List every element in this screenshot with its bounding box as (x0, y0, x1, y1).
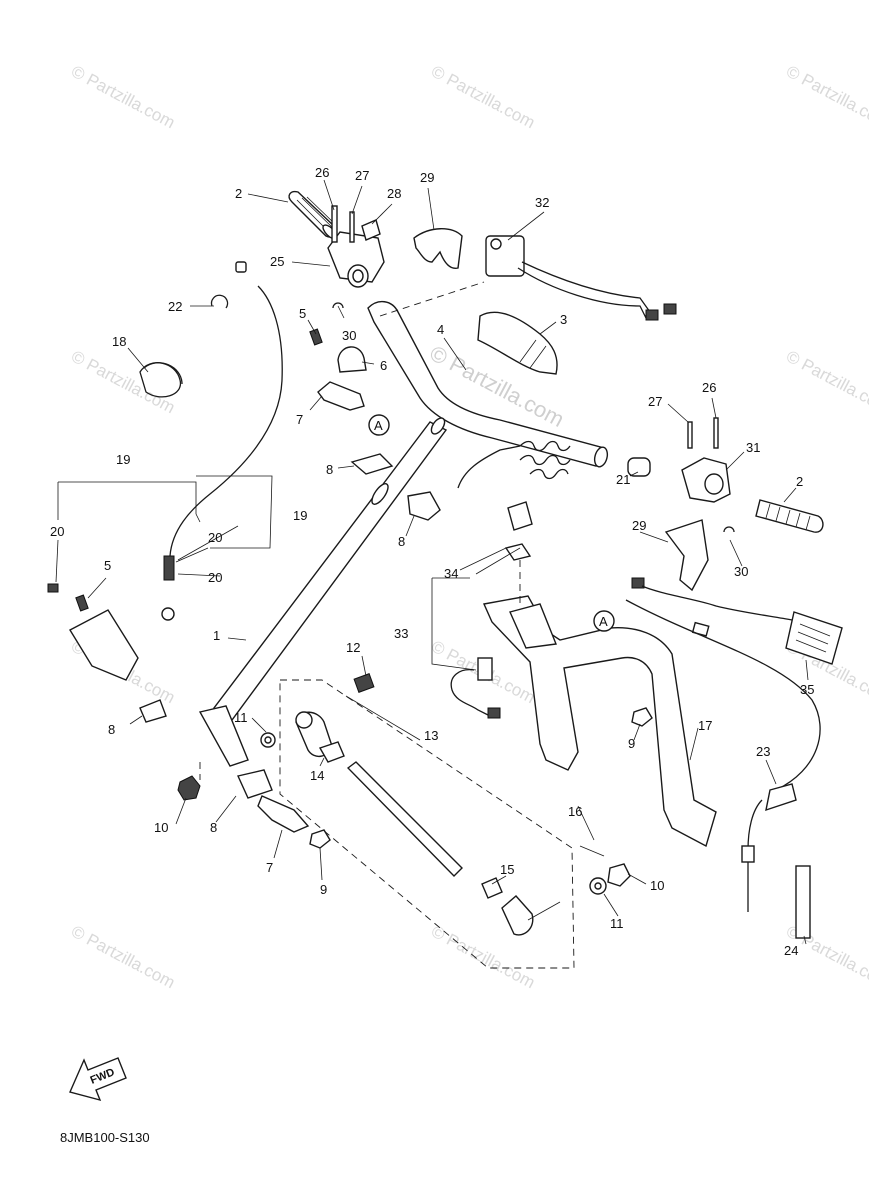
callout-32: 32 (535, 195, 549, 210)
collar-4 (237, 769, 273, 799)
clip-22 (210, 294, 229, 309)
ref-a-lower: A (593, 610, 615, 632)
callout-12: 12 (346, 640, 360, 655)
callout-18: 18 (112, 334, 126, 349)
callout-20-mid: 20 (208, 530, 222, 545)
lower-bracket (47, 583, 139, 681)
callout-8-a: 8 (326, 462, 333, 477)
callouts: 2 26 27 28 29 32 25 22 5 30 3 4 18 6 7 2… (50, 165, 814, 958)
callout-9-left: 9 (320, 882, 327, 897)
callout-8-c: 8 (108, 722, 115, 737)
callout-8-d: 8 (210, 820, 217, 835)
watermark-2: © Partzilla.com (428, 62, 538, 133)
callout-17: 17 (698, 718, 712, 733)
steering-column (198, 417, 448, 767)
clamp-upper (309, 328, 367, 373)
right-switch-housing (627, 417, 731, 503)
coil-cord (457, 440, 571, 561)
callout-3: 3 (560, 312, 567, 327)
watermark-1: © Partzilla.com (68, 62, 178, 133)
callout-26-left: 26 (315, 165, 329, 180)
collar-1 (350, 453, 394, 475)
callout-5-lower: 5 (104, 558, 111, 573)
ref-a-lower-label: A (599, 614, 608, 629)
callout-28: 28 (387, 186, 401, 201)
callout-29-left: 29 (420, 170, 434, 185)
clip-left (332, 302, 344, 309)
callout-21: 21 (616, 472, 630, 487)
throttle-cover-right (664, 519, 709, 592)
callout-30-left: 30 (342, 328, 356, 343)
callout-2-left: 2 (235, 186, 242, 201)
callout-34: 34 (444, 566, 458, 581)
callout-16: 16 (568, 804, 582, 819)
callout-27-left: 27 (355, 168, 369, 183)
diagram-code: 8JMB100-S130 (60, 1130, 150, 1145)
watermark-4: © Partzilla.com (68, 347, 178, 418)
callout-23: 23 (756, 744, 770, 759)
spring (795, 865, 811, 939)
callout-20-bottom: 20 (208, 570, 222, 585)
callout-7-upper: 7 (296, 412, 303, 427)
watermark-9: © Partzilla.com (68, 922, 178, 993)
callout-11-left: 11 (234, 710, 248, 725)
callout-5-upper: 5 (299, 306, 306, 321)
callout-11-right: 11 (610, 916, 624, 931)
assembly-lines (199, 281, 575, 969)
callout-10-right: 10 (650, 878, 664, 893)
callout-19-right: 19 (293, 508, 307, 523)
ref-a-upper-label: A (374, 418, 383, 433)
collar-3 (139, 699, 167, 723)
leader-lines (55, 179, 809, 945)
callout-31: 31 (746, 440, 760, 455)
callout-35: 35 (800, 682, 814, 697)
callout-8-b: 8 (398, 534, 405, 549)
callout-13: 13 (424, 728, 438, 743)
callout-26-right: 26 (702, 380, 716, 395)
callout-15: 15 (500, 862, 514, 877)
fwd-arrow: FWD (69, 1057, 127, 1102)
cover-left (413, 228, 463, 269)
hardware (177, 707, 653, 895)
sensor-cable (625, 577, 843, 791)
callout-7-lower: 7 (266, 860, 273, 875)
handlebar-pad (477, 311, 558, 375)
band-clamp (139, 362, 183, 398)
holder-lower (257, 795, 310, 833)
right-grip (755, 499, 824, 533)
callout-1: 1 (213, 628, 220, 643)
watermark-3: © Partzilla.com (783, 62, 869, 133)
ref-a-upper: A (368, 414, 390, 436)
throttle-cable (161, 261, 283, 621)
callout-6: 6 (380, 358, 387, 373)
callout-2-right: 2 (796, 474, 803, 489)
switch-assembly (485, 235, 677, 321)
callout-29-right: 29 (632, 518, 646, 533)
callout-14: 14 (310, 768, 324, 783)
callout-20-left: 20 (50, 524, 64, 539)
steering-support-bracket (482, 595, 717, 848)
watermark-5: © Partzilla.com (783, 347, 869, 418)
callout-22: 22 (168, 299, 182, 314)
speed-cable (741, 783, 797, 912)
holder-upper (317, 381, 365, 411)
handlebar (367, 301, 609, 468)
tie-rod (295, 673, 561, 936)
clip-right (723, 526, 735, 533)
callout-30-right: 30 (734, 564, 748, 579)
callout-9-right: 9 (628, 736, 635, 751)
callout-27-right: 27 (648, 394, 662, 409)
callout-24: 24 (784, 943, 798, 958)
callout-4: 4 (437, 322, 444, 337)
callout-19-top: 19 (116, 452, 130, 467)
callout-25: 25 (270, 254, 284, 269)
key-switch (450, 657, 501, 719)
callout-10-left: 10 (154, 820, 168, 835)
collar-2 (407, 491, 441, 521)
left-switch-housing (327, 205, 385, 288)
callout-33: 33 (394, 626, 408, 641)
